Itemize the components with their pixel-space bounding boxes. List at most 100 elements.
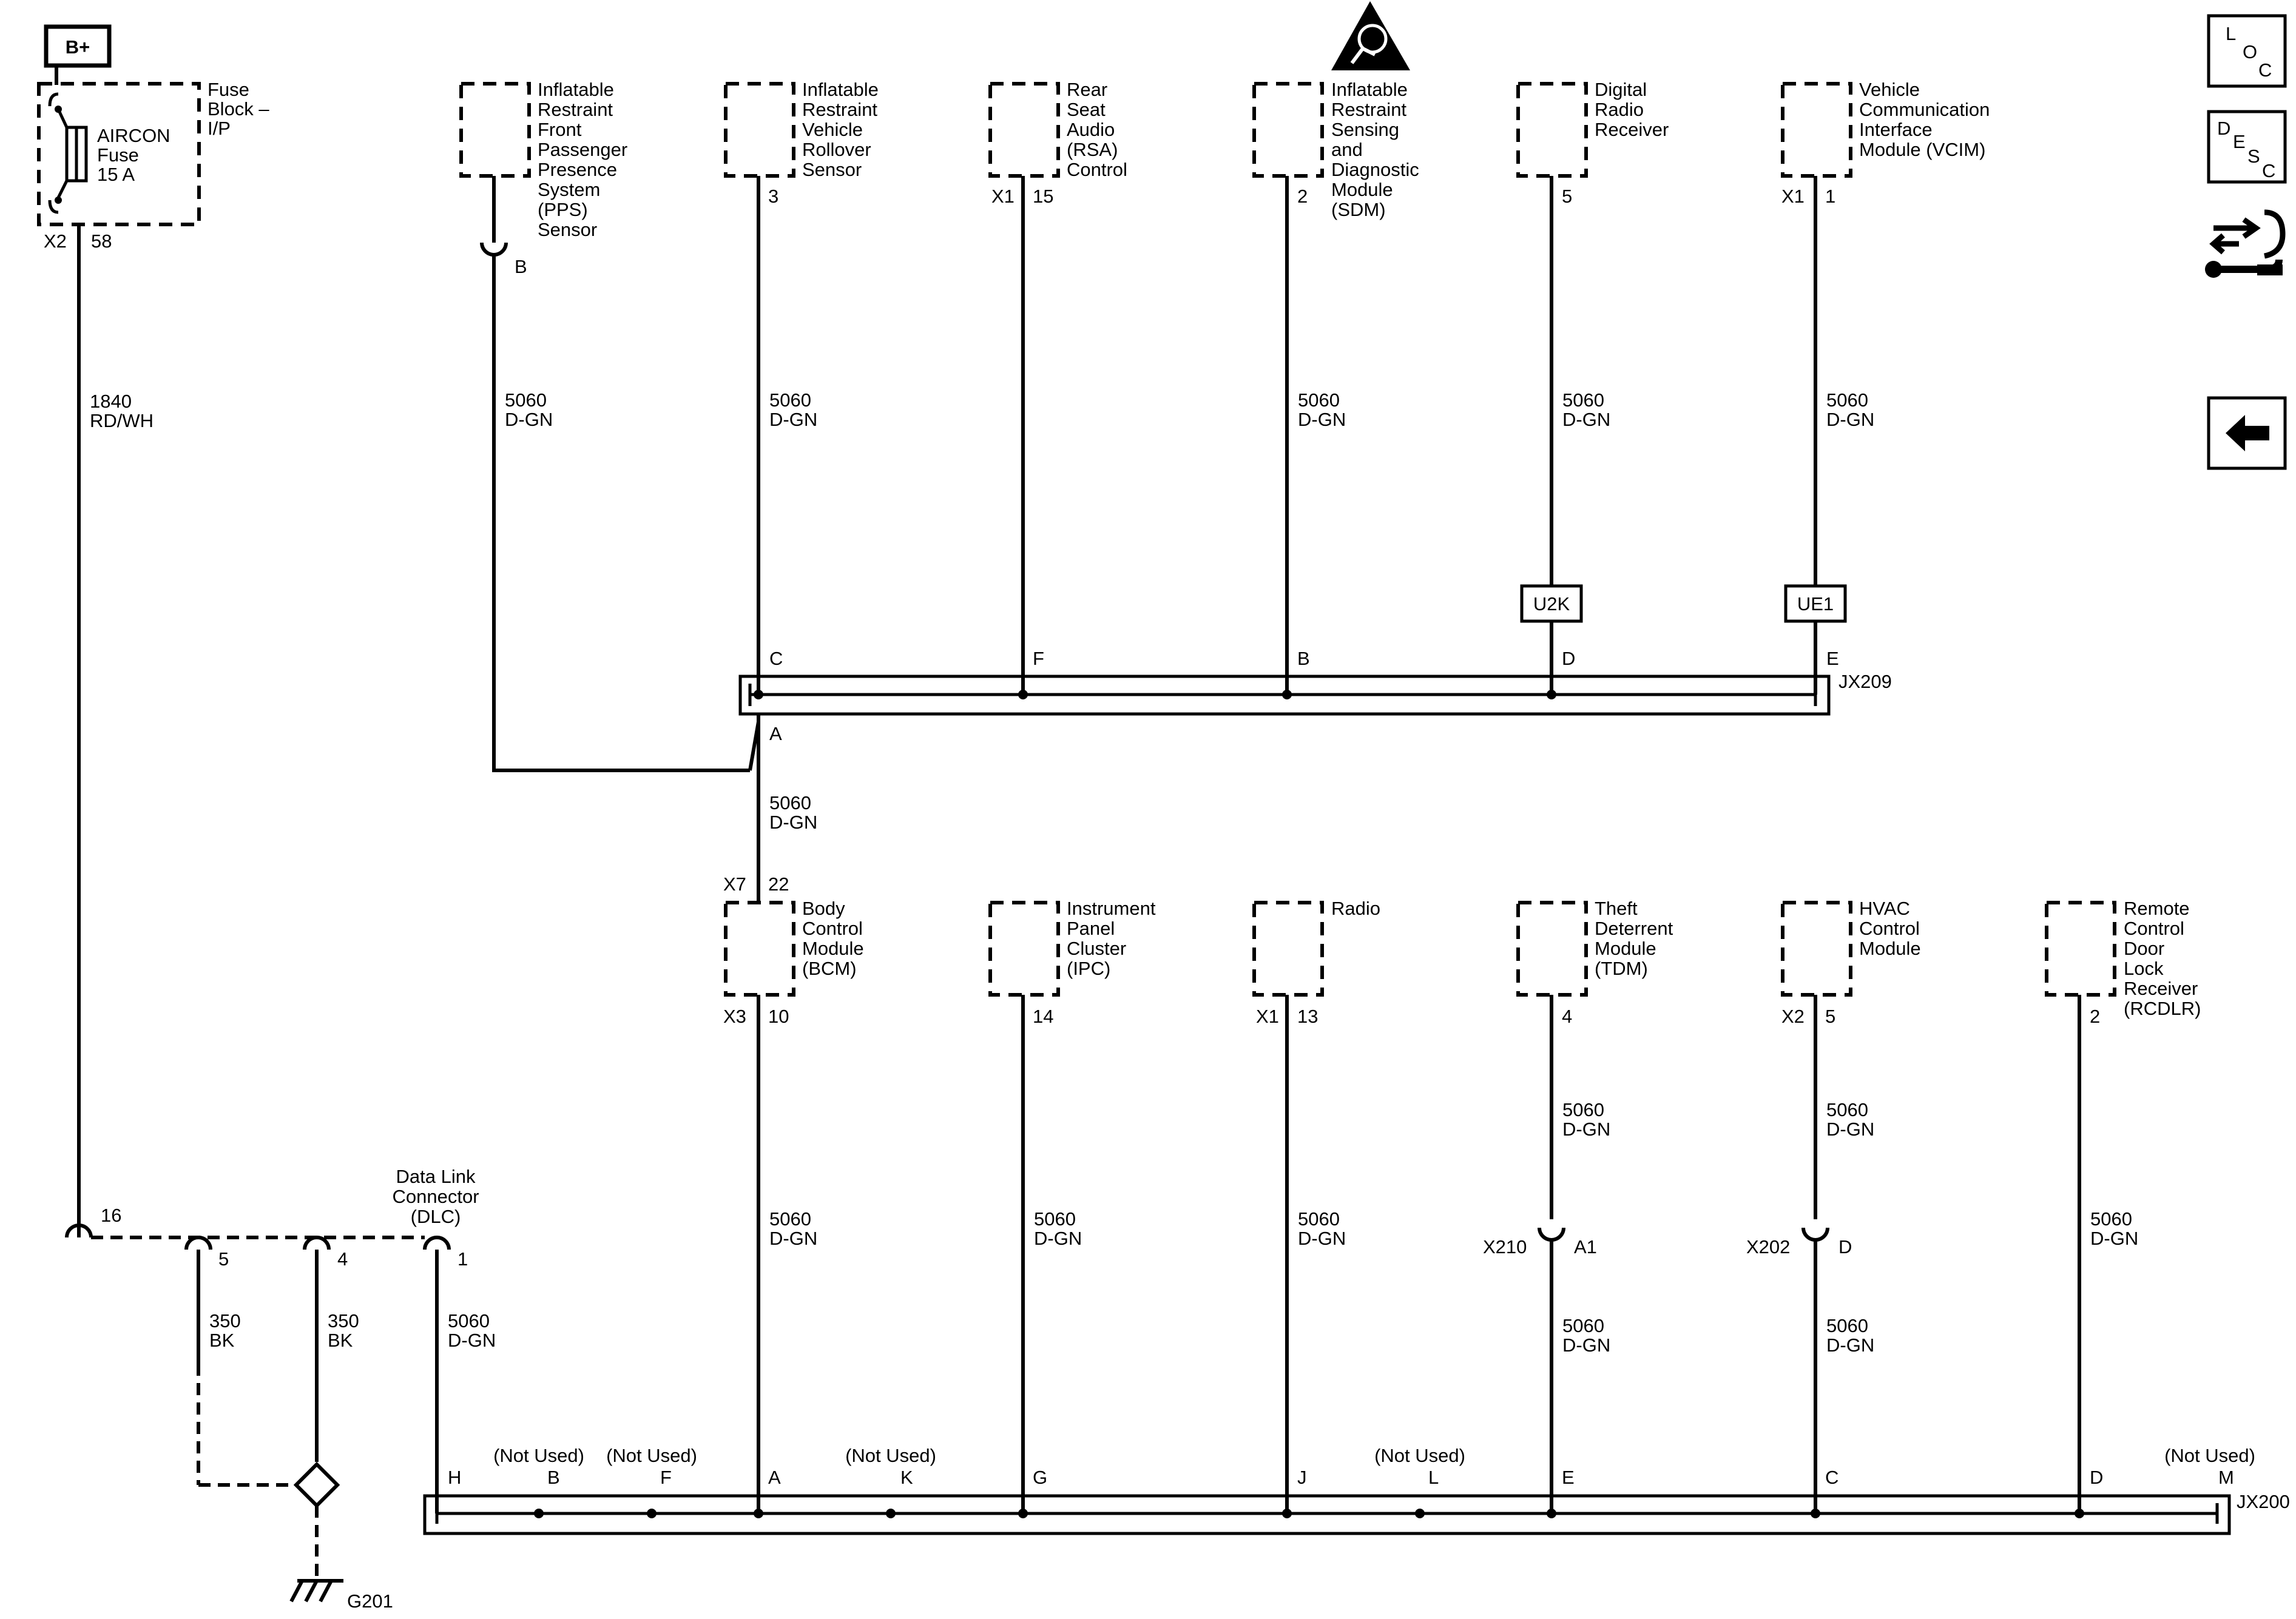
option-badge-ue1 bbox=[1784, 584, 1847, 623]
svg-text:Receiver: Receiver bbox=[2124, 978, 2198, 999]
rsa-connector: X1 bbox=[991, 186, 1015, 207]
svg-text:Module: Module bbox=[1331, 179, 1393, 200]
svg-text:Rear: Rear bbox=[1067, 79, 1107, 100]
svg-text:(PPS): (PPS) bbox=[538, 199, 588, 220]
svg-text:Module: Module bbox=[1859, 938, 1921, 959]
svg-text:Passenger: Passenger bbox=[538, 139, 627, 160]
dlc-pin-4: 4 bbox=[337, 1248, 348, 1270]
fuse-block-title-3: I/P bbox=[208, 118, 231, 139]
dlc-pin-5: 5 bbox=[218, 1248, 229, 1270]
svg-text:Communication: Communication bbox=[1859, 99, 1990, 120]
fuse-block-box bbox=[37, 82, 201, 226]
svg-text:Module: Module bbox=[1595, 938, 1656, 959]
dlc-data-wire-circuit: 5060 bbox=[448, 1310, 490, 1331]
svg-text:D: D bbox=[2217, 118, 2230, 139]
jx200-pin-c: C bbox=[1825, 1467, 1838, 1488]
radio-wire-circuit: 5060 bbox=[1298, 1208, 1340, 1230]
svg-text:Interface: Interface bbox=[1859, 119, 1933, 140]
dlc-pin-1: 1 bbox=[458, 1248, 468, 1270]
bcm-top-pin: 22 bbox=[768, 873, 789, 895]
loc-button[interactable]: L O C bbox=[2207, 14, 2287, 88]
svg-text:Digital: Digital bbox=[1595, 79, 1647, 100]
ground-label: G201 bbox=[347, 1590, 393, 1612]
dlc-pin-16-icon bbox=[65, 1224, 93, 1238]
trunk-wire-color: D-GN bbox=[769, 812, 817, 833]
svg-text:Control: Control bbox=[1067, 159, 1127, 180]
vcim-pin: 1 bbox=[1825, 186, 1835, 207]
svg-text:Restraint: Restraint bbox=[1331, 99, 1406, 120]
lower-module-ipc: Instrument Panel Cluster (IPC) bbox=[988, 898, 1156, 997]
svg-text:Instrument: Instrument bbox=[1067, 898, 1156, 919]
svg-text:(BCM): (BCM) bbox=[802, 958, 857, 979]
svg-text:O: O bbox=[2243, 41, 2257, 62]
digital-radio-wire-circuit: 5060 bbox=[1562, 389, 1604, 411]
hvac-wire-circuit: 5060 bbox=[1826, 1099, 1868, 1120]
svg-text:(IPC): (IPC) bbox=[1067, 958, 1110, 979]
svg-text:Deterrent: Deterrent bbox=[1595, 918, 1673, 939]
battery-positive-label: B+ bbox=[66, 36, 90, 58]
ipc-wire-color: D-GN bbox=[1034, 1228, 1082, 1249]
svg-text:Restraint: Restraint bbox=[802, 99, 877, 120]
svg-text:Vehicle: Vehicle bbox=[802, 119, 863, 140]
svg-text:Radio: Radio bbox=[1595, 99, 1644, 120]
svg-text:Door: Door bbox=[2124, 938, 2164, 959]
jx200-not-used-b: (Not Used) bbox=[493, 1445, 584, 1466]
desc-button[interactable]: D E S C bbox=[2207, 110, 2287, 184]
tdm-wire2-circuit: 5060 bbox=[1562, 1315, 1604, 1336]
power-wire-color: RD/WH bbox=[90, 410, 154, 431]
svg-text:Module (VCIM): Module (VCIM) bbox=[1859, 139, 1985, 160]
jx200-pin-m: M bbox=[2218, 1467, 2234, 1488]
svg-text:Control: Control bbox=[802, 918, 863, 939]
tdm-wire-color: D-GN bbox=[1562, 1119, 1610, 1140]
connector-service-icon[interactable] bbox=[2205, 209, 2286, 278]
ground-wire-2-circuit: 350 bbox=[328, 1310, 359, 1331]
svg-text:(RSA): (RSA) bbox=[1067, 139, 1118, 160]
svg-text:Inflatable: Inflatable bbox=[538, 79, 614, 100]
radio-wire-color: D-GN bbox=[1298, 1228, 1346, 1249]
rcdlr-wire-circuit: 5060 bbox=[2090, 1208, 2132, 1230]
jx200-pin-d: D bbox=[2090, 1467, 2103, 1488]
svg-text:Audio: Audio bbox=[1067, 119, 1115, 140]
svg-text:Inflatable: Inflatable bbox=[802, 79, 879, 100]
fuse-block-title-2: Block – bbox=[208, 98, 269, 119]
fuse-pin: 58 bbox=[91, 231, 112, 252]
vcim-connector: X1 bbox=[1781, 186, 1805, 207]
svg-text:Control: Control bbox=[1859, 918, 1920, 939]
rollover-pin: 3 bbox=[768, 186, 778, 207]
svg-text:Sensor: Sensor bbox=[538, 219, 597, 240]
ground-wire-1-color: BK bbox=[209, 1330, 235, 1351]
bcm-wire-color: D-GN bbox=[769, 1228, 817, 1249]
jx200-pin-a: A bbox=[768, 1467, 781, 1488]
svg-text:Remote: Remote bbox=[2124, 898, 2190, 919]
svg-text:C: C bbox=[2262, 160, 2275, 181]
jx200-not-used-k: (Not Used) bbox=[845, 1445, 936, 1466]
x202-connector: X202 bbox=[1746, 1236, 1790, 1257]
svg-text:Control: Control bbox=[2124, 918, 2184, 939]
hvac-pin: 5 bbox=[1825, 1006, 1835, 1027]
sdm-pin: 2 bbox=[1297, 186, 1308, 207]
airbag-warning-icon bbox=[1331, 1, 1410, 70]
ground-wire-1-circuit: 350 bbox=[209, 1310, 241, 1331]
ground-symbol-icon bbox=[289, 1579, 343, 1603]
tdm-wire-circuit: 5060 bbox=[1562, 1099, 1604, 1120]
jx209-label: JX209 bbox=[1838, 671, 1892, 692]
jx200-pin-g: G bbox=[1033, 1467, 1047, 1488]
svg-text:Radio: Radio bbox=[1331, 898, 1380, 919]
splice-jx209 bbox=[738, 675, 1831, 716]
svg-text:Diagnostic: Diagnostic bbox=[1331, 159, 1419, 180]
svg-text:(TDM): (TDM) bbox=[1595, 958, 1648, 979]
dlc-pin-16: 16 bbox=[101, 1205, 121, 1226]
x210-connector-icon bbox=[1538, 1227, 1565, 1242]
back-button[interactable] bbox=[2207, 396, 2287, 470]
fuse-rating: 15 A bbox=[97, 164, 135, 185]
pps-connector-icon bbox=[480, 242, 508, 257]
jx209-pin-f: F bbox=[1033, 648, 1044, 669]
upper-module-digital-radio: Digital Radio Receiver bbox=[1516, 79, 1669, 178]
jx209-pin-c: C bbox=[769, 648, 783, 669]
rcdlr-wire-color: D-GN bbox=[2090, 1228, 2138, 1249]
ipc-pin: 14 bbox=[1033, 1006, 1053, 1027]
lower-module-tdm: Theft Deterrent Module (TDM) bbox=[1516, 898, 1673, 997]
dlc-pin-4-icon bbox=[303, 1236, 331, 1250]
hvac-wire-color: D-GN bbox=[1826, 1119, 1874, 1140]
bcm-wire-circuit: 5060 bbox=[769, 1208, 811, 1230]
